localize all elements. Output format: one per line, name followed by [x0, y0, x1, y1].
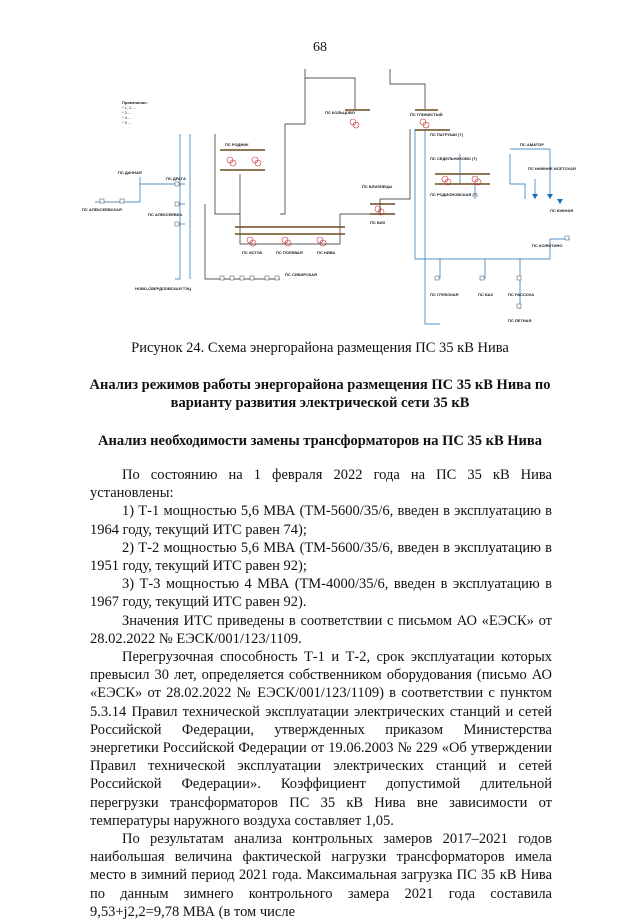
lines-35kv [95, 129, 570, 325]
label-letnaya: ПС ЛЕТНАЯ [508, 318, 532, 323]
label-baz: ПС БАЗ [478, 292, 493, 297]
label-patrushi: ПС ПАТРУШИ (Т) [430, 132, 464, 137]
label-alekseevskaya: ПС АЛЕКСЕЕВСКАЯ [82, 207, 122, 212]
figure-caption: Рисунок 24. Схема энергорайона размещени… [131, 340, 509, 356]
label-rassoha: ПС РАССОХА [508, 292, 534, 297]
legend-line: * 5 ... [122, 120, 131, 125]
label-sedelnikovo: ПС СЕДЕЛЬНИКОВО (Т) [430, 156, 478, 161]
bus-bars [220, 109, 490, 235]
legend-title: Примечание: [122, 100, 148, 105]
label-draga: ПС ДРАГА [166, 176, 186, 181]
label-glubokaya: ПС ГЛУБОКАЯ [430, 292, 459, 297]
label-nizhnie-isetskaya: ПС НИЖНИЕ ИСЕТСКАЯ [528, 166, 576, 171]
paragraph: По состоянию на 1 февраля 2022 года на П… [90, 467, 552, 502]
label-istok: ПС ИСТОК [242, 250, 263, 255]
paragraph: По результатам анализа контрольных замер… [90, 831, 552, 920]
label-bliznecy: ПС БЛИЗНЕЦЫ [362, 184, 392, 189]
label-kolyutino: ПС КОЛЮТИНО [532, 243, 562, 248]
label-amator: ПС АМАТОР [520, 142, 544, 147]
legend-line: * 4 ... [122, 115, 131, 120]
paragraph: Перегрузочная способность Т-1 и Т-2, сро… [90, 649, 552, 829]
network-diagram: Примечание: * 1, 2 ... * 3 ... * 4 ... *… [80, 64, 580, 339]
label-rodionovskaya: ПС РОДИОНОВСКАЯ (Т) [430, 192, 478, 197]
load-arrows [532, 194, 563, 204]
lines-110kv [204, 69, 426, 280]
subsection-heading: Анализ необходимости замены трансформато… [98, 433, 542, 449]
label-rodnik: ПС РОДНИК [225, 142, 249, 147]
label-dachnaya: ПС ДАЧНАЯ [118, 170, 142, 175]
legend-line: * 3 ... [122, 110, 131, 115]
label-viz: ПС ВИЗ [370, 220, 386, 225]
page-number: 68 [313, 40, 327, 55]
label-kolcovo: ПС КОЛЬЦОВО [325, 110, 355, 115]
section-heading: Анализ режимов работы энергорайона разме… [89, 377, 551, 411]
label-sibirskaya: ПС СИБИРСКАЯ [285, 272, 317, 277]
transformers [226, 118, 482, 247]
label-alekseevka: ПС АЛЕКСЕЕВКА [148, 212, 182, 217]
paragraph: Значения ИТС приведены в соответствии с … [90, 612, 552, 647]
label-polevaya: ПС ПОЛЕВАЯ [276, 250, 303, 255]
label-niva: ПС НИВА [317, 250, 335, 255]
breakers [99, 181, 570, 309]
label-yuzhnaya: ПС ЮЖНАЯ [550, 208, 573, 213]
diagram-svg: Примечание: * 1, 2 ... * 3 ... * 4 ... *… [82, 69, 576, 325]
label-novo-sverdlovskaya: НОВО-СВЕРДЛОВСКАЯ ТЭЦ [135, 286, 191, 291]
list-item: 3) Т-3 мощностью 4 МВА (ТМ-4000/35/6, вв… [90, 576, 552, 611]
body-text: По состоянию на 1 февраля 2022 года на П… [90, 466, 552, 921]
list-item: 2) Т-2 мощностью 5,6 МВА (ТМ-5600/35/6, … [90, 539, 552, 575]
legend-line: * 1, 2 ... [122, 105, 136, 110]
list-item: 1) Т-1 мощностью 5,6 МВА (ТМ-5600/35/6, … [90, 503, 552, 538]
label-glinisty: ПС ГЛИНИСТЫЙ [410, 112, 443, 117]
